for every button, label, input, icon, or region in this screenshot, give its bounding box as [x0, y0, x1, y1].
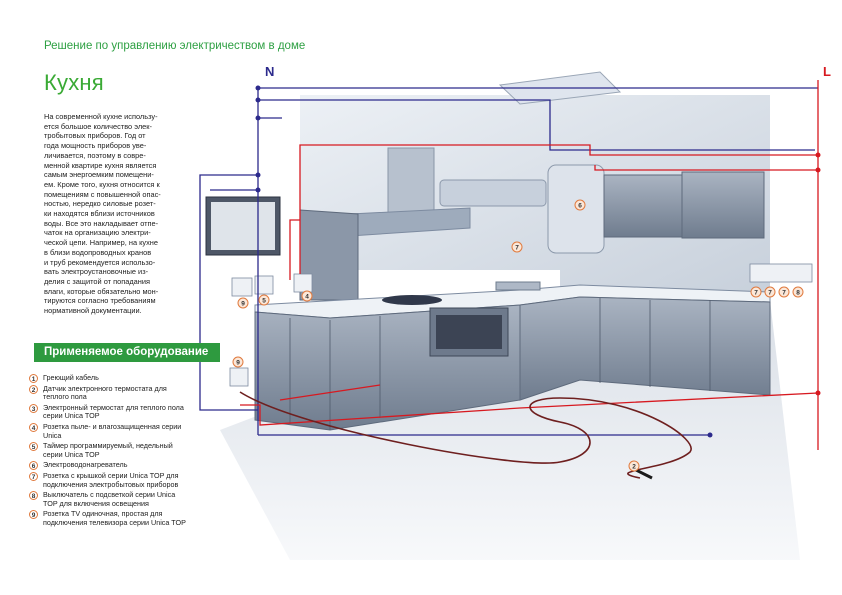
- legend-text: Розетка с крышкой серии Unica TOP для по…: [43, 470, 179, 489]
- callout-2: 2: [628, 460, 640, 472]
- svg-text:5: 5: [262, 298, 266, 305]
- equipment-section-title: Применяемое оборудование: [44, 346, 209, 358]
- legend-number: 8: [29, 491, 38, 501]
- legend-number: 3: [29, 403, 38, 413]
- callout-5: 5: [258, 294, 270, 306]
- callout-7: 7: [750, 286, 762, 298]
- legend-item: 8 Выключатель с подсветкой серии Unica TO…: [29, 490, 189, 508]
- legend-item: 3 Электронный термостат для теплого пола …: [29, 402, 189, 421]
- legend-item: 9 Розетка TV одиночная, простая для подкл…: [29, 510, 189, 527]
- legend-text: Датчик электронного термостата для тепло…: [43, 383, 167, 402]
- svg-text:2: 2: [632, 464, 636, 471]
- equipment-section-header: Применяемое оборудование: [34, 343, 220, 362]
- legend-item: 5 Таймер программируемый, недельный серии…: [29, 441, 189, 459]
- svg-text:7: 7: [768, 290, 772, 297]
- socket-strip-plate: [749, 263, 813, 283]
- legend-text: Выключатель с подсветкой серии Unica TOP…: [43, 490, 176, 508]
- legend-number: 7: [29, 471, 38, 481]
- svg-text:7: 7: [782, 290, 786, 297]
- svg-text:9: 9: [241, 301, 245, 308]
- legend-item: 6 Электроводонагреватель: [29, 460, 189, 471]
- callout-6: 6: [574, 199, 586, 211]
- legend-number: 1: [29, 374, 38, 383]
- heating-cable: [239, 391, 692, 479]
- live-wire-label: L: [823, 64, 831, 79]
- header-title: Решение по управлению электричеством в д…: [44, 40, 306, 52]
- legend-number: 4: [29, 422, 38, 432]
- tv-socket-plate: [231, 277, 253, 297]
- wall-cabinet: [681, 171, 765, 239]
- legend-item: 4 Розетка пыле- и влагозащищенная серии U…: [29, 421, 189, 440]
- extractor-hood-chimney: [387, 147, 435, 215]
- legend-number: 9: [29, 510, 38, 520]
- legend-number: 6: [29, 461, 38, 471]
- callout-9: 9: [237, 297, 249, 309]
- svg-text:4: 4: [305, 294, 309, 301]
- legend-text: Греющий кабель: [43, 373, 99, 382]
- svg-text:9: 9: [236, 360, 240, 367]
- legend-text: Электронный термостат для теплого пола с…: [43, 402, 184, 421]
- legend-text: Розетка пыле- и влагозащищенная серии Un…: [43, 421, 182, 440]
- legend-number: 5: [29, 442, 38, 452]
- water-heater: [547, 164, 605, 254]
- callout-7: 7: [511, 241, 523, 253]
- legend-text: Электроводонагреватель: [43, 460, 128, 470]
- wall-cabinet: [603, 174, 683, 238]
- equipment-legend: 1 Греющий кабель 2 Датчик электронного тер…: [29, 373, 189, 530]
- legend-text: Розетка TV одиночная, простая для подклю…: [43, 509, 186, 527]
- thermostat-lower-plate: [229, 367, 249, 387]
- legend-number: 2: [29, 384, 38, 394]
- ac-unit: [439, 179, 547, 207]
- svg-text:7: 7: [515, 245, 519, 252]
- thermostat-plate: [254, 275, 274, 295]
- legend-text: Таймер программируемый, недельный серии …: [43, 441, 173, 459]
- svg-text:8: 8: [796, 290, 800, 297]
- base-cabinets-right: [519, 296, 771, 401]
- callout-4: 4: [301, 290, 313, 302]
- svg-text:6: 6: [578, 203, 582, 210]
- callout-8: 8: [792, 286, 804, 298]
- sink: [495, 281, 541, 291]
- callout-7: 7: [764, 286, 776, 298]
- callout-9: 9: [232, 356, 244, 368]
- legend-item: 1 Греющий кабель: [29, 373, 189, 383]
- neutral-wire-label: N: [265, 64, 275, 79]
- legend-item: 2 Датчик электронного термостата для тепл…: [29, 383, 189, 402]
- moisture-socket-plate: [293, 273, 313, 293]
- hob: [382, 295, 442, 305]
- callout-7: 7: [778, 286, 790, 298]
- legend-item: 7 Розетка с крышкой серии Unica TOP для п…: [29, 470, 189, 489]
- intro-text: На современной кухне использу- ется боль…: [44, 112, 161, 316]
- svg-text:7: 7: [754, 290, 758, 297]
- page-title: Кухня: [44, 70, 104, 95]
